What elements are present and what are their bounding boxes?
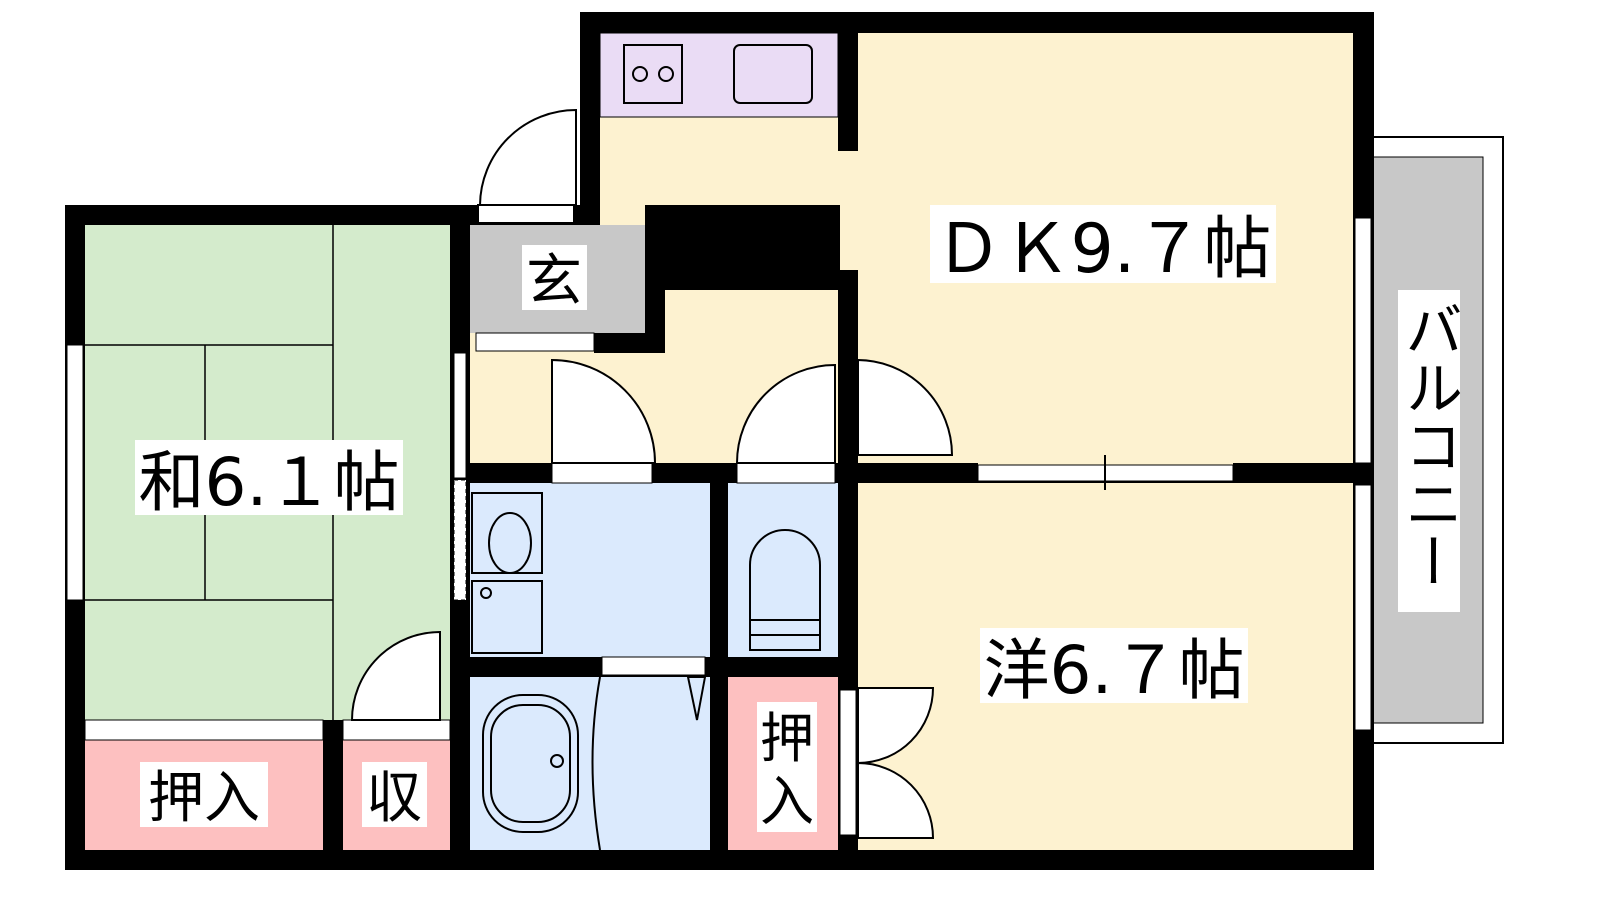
window — [1354, 484, 1372, 731]
label-dk: ＤＫ9.７帖 — [935, 210, 1272, 289]
room-bath — [470, 677, 710, 850]
step — [475, 332, 595, 352]
stove-icon — [623, 44, 683, 104]
sink-icon — [733, 44, 813, 104]
sliding-door[interactable] — [453, 352, 467, 479]
label-shuno: 収 — [366, 766, 422, 831]
wall — [838, 270, 858, 360]
label-yoshitsu: 洋6.７帖 — [984, 632, 1245, 709]
label-balcony: バルコニー — [1395, 300, 1463, 590]
door-icons[interactable] — [350, 108, 954, 839]
toilet-icon — [749, 529, 821, 651]
label-oshiire-right-top: 押 — [760, 707, 814, 770]
bathtub-icon — [482, 694, 579, 833]
bath-door[interactable] — [601, 656, 706, 676]
label-oshiire-left: 押入 — [148, 766, 260, 831]
room-toilet — [728, 483, 838, 657]
room-washroom — [470, 483, 710, 657]
label-genkan: 玄 — [526, 249, 582, 314]
label-washitsu: 和6.１帖 — [139, 444, 400, 521]
wall — [645, 270, 858, 290]
washing-machine-icon — [471, 580, 543, 654]
label-oshiire-right-bottom: 入 — [760, 770, 814, 833]
wall — [838, 33, 858, 151]
window — [1354, 217, 1372, 464]
sliding-door[interactable] — [84, 719, 324, 741]
wall — [665, 205, 840, 270]
window — [66, 344, 84, 601]
